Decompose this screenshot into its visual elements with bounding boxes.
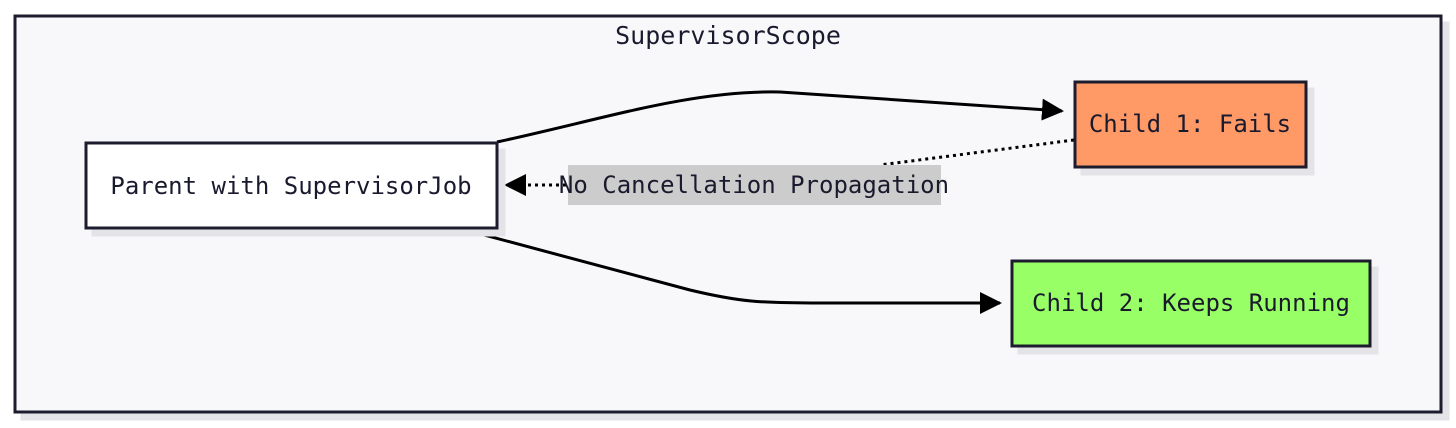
scope-title: SupervisorScope xyxy=(615,21,841,50)
child2-node xyxy=(1010,259,1372,348)
edge-parent-to-child2 xyxy=(457,226,1002,314)
edge-label-background xyxy=(568,165,941,205)
parent-node xyxy=(84,141,499,230)
edge-child1-to-parent-dotted xyxy=(879,138,1075,167)
child1-node xyxy=(1073,80,1308,169)
parent-node-label: Parent with SupervisorJob xyxy=(110,172,471,200)
edge-label-no-cancellation: No Cancellation Propagation xyxy=(559,171,949,199)
child1-node-label: Child 1: Fails xyxy=(1089,110,1291,138)
edge-parent-to-child1 xyxy=(496,90,1064,144)
child2-node-label: Child 2: Keeps Running xyxy=(1032,289,1350,317)
